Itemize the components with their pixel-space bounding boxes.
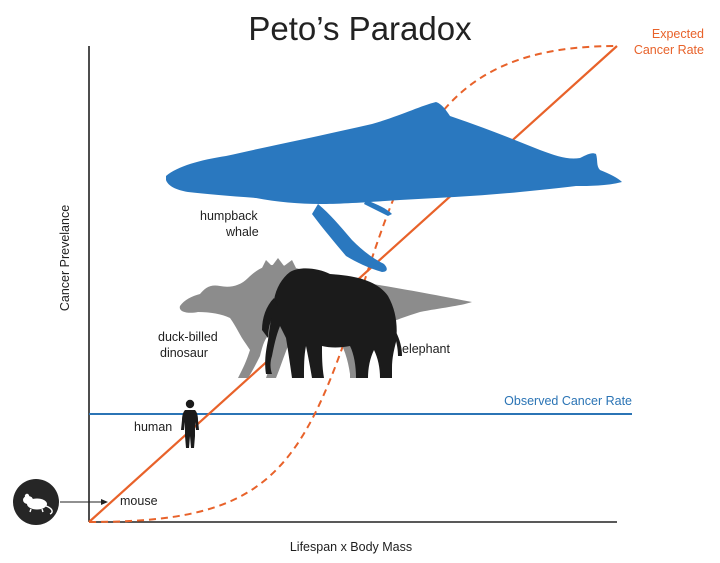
dinosaur-label-line2: dinosaur bbox=[160, 346, 208, 360]
mouse-icon bbox=[13, 479, 59, 525]
mouse-label: mouse bbox=[120, 494, 158, 508]
whale-label-line1: humpback bbox=[200, 209, 258, 223]
whale-icon bbox=[166, 102, 622, 272]
y-axis-label: Cancer Prevelance bbox=[58, 205, 72, 311]
dinosaur-label-line1: duck-billed bbox=[158, 330, 218, 344]
elephant-icon bbox=[262, 268, 402, 378]
expected-label-line2: Cancer Rate bbox=[634, 43, 704, 57]
human-label: human bbox=[134, 420, 172, 434]
elephant-label: elephant bbox=[402, 342, 450, 356]
human-icon bbox=[181, 399, 199, 448]
expected-label-line1: Expected bbox=[652, 27, 704, 41]
whale-label-line2: whale bbox=[225, 225, 259, 239]
x-axis-label: Lifespan x Body Mass bbox=[290, 540, 412, 554]
observed-cancer-rate-label: Observed Cancer Rate bbox=[504, 394, 632, 408]
page-title: Peto’s Paradox bbox=[248, 10, 472, 47]
mouse-arrow-head bbox=[101, 499, 108, 505]
